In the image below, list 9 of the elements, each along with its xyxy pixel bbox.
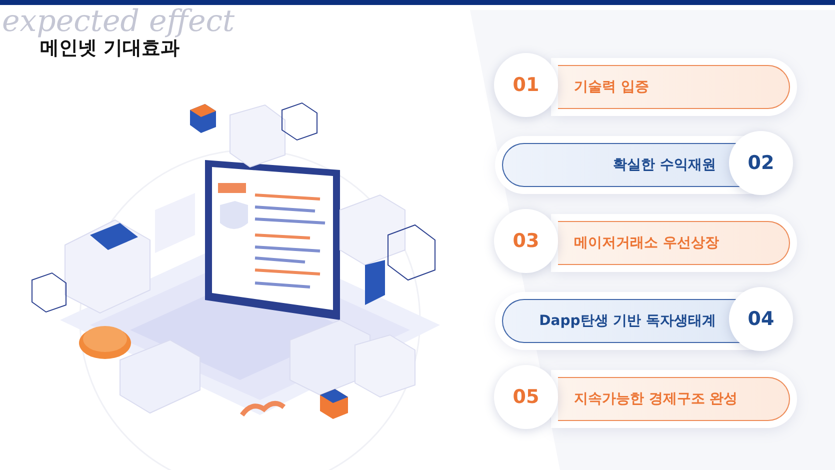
decorative-script-text: expected effect [2,4,235,39]
pill-label: Dapp탄생 기반 독자생태계 [539,312,716,331]
pill-label: 기술력 입증 [574,78,649,97]
slide-title: 메인넷 기대효과 [40,37,180,61]
number-badge: 05 [494,365,558,429]
pill-label: 지속가능한 경제구조 완성 [574,390,738,409]
number-badge: 03 [494,209,558,273]
pill-label: 확실한 수익재원 [613,156,716,175]
pill-label: 메이저거래소 우선상장 [574,234,719,253]
